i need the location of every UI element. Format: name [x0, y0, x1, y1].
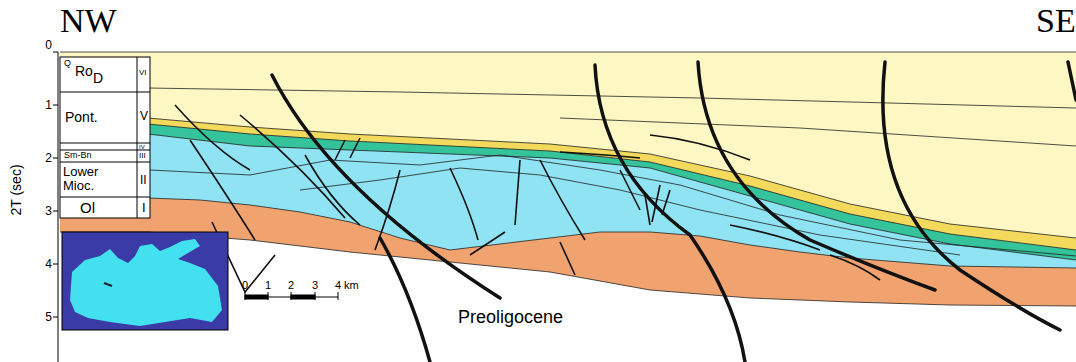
- middle-miocene-layer: [60, 124, 1076, 362]
- sarmatian-layer: [60, 118, 1076, 362]
- column-label: D: [93, 71, 103, 85]
- unit-number: VI: [139, 69, 147, 77]
- axis-tick: 5: [45, 311, 52, 323]
- scale-tick: 2: [288, 280, 294, 291]
- axis-tick: 1: [45, 99, 52, 111]
- column-label: Ro: [75, 64, 93, 78]
- scale-tick: 1: [265, 280, 271, 291]
- column-label: Sm-Bn: [64, 151, 92, 160]
- time-axis: [53, 52, 58, 362]
- scale-bar: [245, 292, 338, 300]
- scale-tick: 4: [335, 280, 341, 291]
- pontian-layer: [60, 52, 1076, 362]
- scale-unit: km: [344, 280, 359, 291]
- axis-tick: 4: [45, 258, 52, 270]
- unit-number: I: [142, 201, 146, 214]
- axis-tick: 3: [45, 205, 52, 217]
- oligocene-layer: [60, 198, 1076, 362]
- unit-number: IV: [139, 144, 145, 150]
- scale-tick: 0: [242, 280, 248, 291]
- column-label: Pont.: [65, 110, 98, 124]
- major-faults: [272, 62, 1076, 362]
- unit-name: Preoligocene: [455, 307, 566, 327]
- unit-number: V: [140, 110, 148, 122]
- scale-tick: 3: [312, 280, 318, 291]
- column-label: Lower Mioc.: [63, 165, 127, 192]
- unit-number: III: [139, 152, 146, 160]
- column-label: Ol: [80, 200, 95, 215]
- axis-tick: 0: [45, 39, 52, 51]
- lower-miocene-layer: [60, 134, 1076, 362]
- column-label: Q: [64, 59, 71, 68]
- axis-title: 2T (sec): [9, 164, 23, 215]
- stratigraphic-column: [60, 57, 150, 218]
- direction-label: NW: [60, 4, 117, 38]
- minor-faults: [175, 105, 880, 292]
- direction-label: SE: [1036, 4, 1076, 38]
- unit-number: II: [140, 174, 147, 186]
- preoligocene-basement: [60, 232, 1076, 362]
- axis-tick: 2: [45, 152, 52, 164]
- inset-map: [62, 232, 228, 330]
